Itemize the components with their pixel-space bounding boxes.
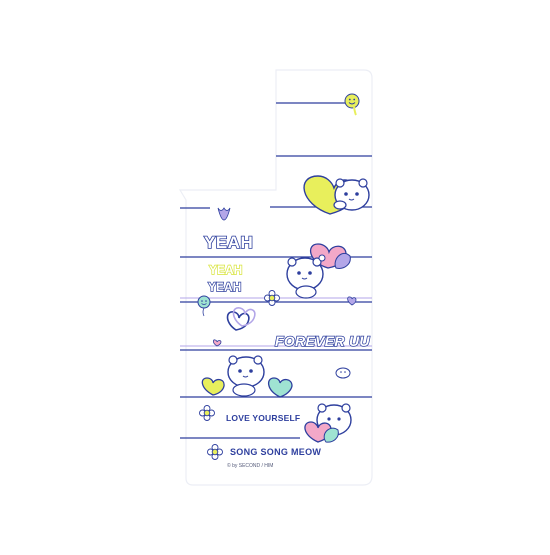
flower-icon: [207, 444, 223, 460]
smiley-balloon-icon: [197, 295, 211, 317]
small-heart-icon: [212, 339, 222, 347]
flower-icon: [199, 405, 215, 421]
bear-hugging-yellow-heart-icon: [303, 175, 370, 215]
bear-hugging-pink-heart-icon: [286, 243, 351, 299]
brand-name: SONG SONG MEOW: [230, 447, 322, 457]
yeah-yellow-text: YEAH: [208, 262, 243, 277]
love-yourself-text: LOVE YOURSELF: [226, 413, 301, 423]
bear-hugging-pastel-heart-icon: [304, 403, 352, 443]
case-outline: [178, 69, 373, 486]
linked-hearts-icon: [226, 307, 256, 331]
forever-uu-text: FOREVER UU: [274, 332, 370, 350]
flower-icon: [264, 290, 280, 306]
yeah-small-text: YEAH: [207, 279, 242, 294]
smiley-disc-icon: [335, 367, 351, 379]
tulip-icon: [217, 207, 231, 221]
copyright-text: © by SECOND / HIM: [227, 463, 274, 469]
bear-with-hearts-icon: [201, 355, 293, 398]
smiley-drip-icon: [344, 93, 360, 116]
yeah-large-text: YEAH: [203, 232, 254, 253]
small-heart-icon: [347, 296, 357, 306]
